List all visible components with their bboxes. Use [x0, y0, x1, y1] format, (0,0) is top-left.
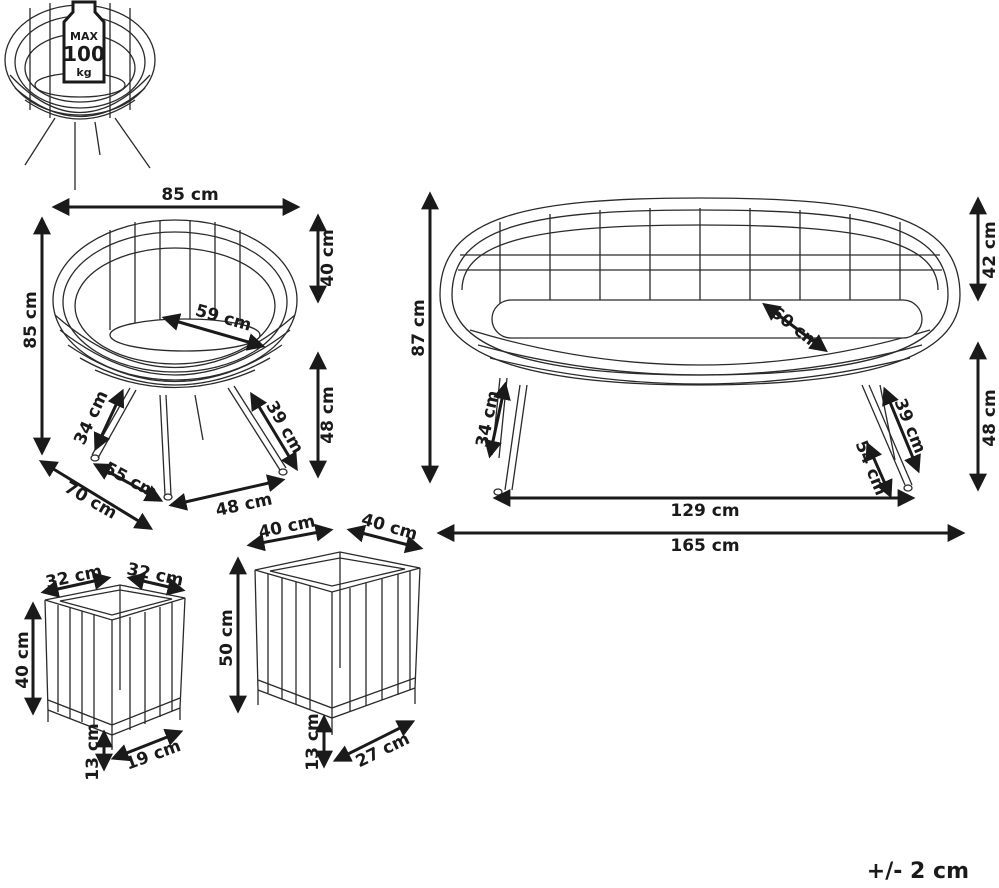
weight-max-label: MAX [70, 30, 98, 43]
small-stool-height-label: 40 cm [13, 631, 33, 688]
small-stool-drawing [44, 584, 186, 750]
sofa-leg-base-label: 129 cm [670, 501, 739, 521]
small-stool-top-width-label: 32 cm [44, 561, 104, 592]
large-stool-drawing [254, 551, 421, 735]
tolerance-note: +/- 2 cm [866, 859, 969, 884]
sofa-seat-height-label: 48 cm [980, 389, 999, 446]
chair-dimension-arrows [33, 198, 327, 530]
chair-height-label: 85 cm [21, 291, 41, 348]
chair-leg-left-label: 34 cm [70, 388, 112, 448]
chair-width-label: 85 cm [161, 185, 218, 205]
small-stool-leg-label: 13 cm [83, 723, 103, 780]
sofa-dimension-arrows [421, 191, 987, 542]
small-stool-dimension-arrows [24, 572, 186, 772]
large-stool-leg-label: 13 cm [303, 713, 323, 770]
chair-drawing [52, 219, 298, 501]
large-stool-height-label: 50 cm [217, 609, 237, 666]
large-stool-dimension-arrows [229, 523, 424, 769]
weight-unit: kg [76, 66, 91, 79]
small-stool-top-depth-label: 32 cm [125, 559, 185, 590]
chair-depth-label: 70 cm [61, 478, 121, 524]
chair-seat-height-label: 48 cm [318, 386, 338, 443]
sofa-back-height-label: 42 cm [980, 221, 999, 278]
sofa-width-label: 165 cm [670, 536, 739, 556]
sofa-height-label: 87 cm [409, 299, 429, 356]
weight-value: 100 [63, 42, 105, 66]
chair-back-height-label: 40 cm [318, 229, 338, 286]
chair-leg-spread-depth-label: 55 cm [100, 458, 160, 503]
weight-badge: MAX 100 kg [62, 0, 106, 84]
sofa-leg-spread-label: 54 cm [851, 438, 891, 499]
chair-thumbnail [4, 3, 156, 190]
sofa-drawing [439, 197, 961, 496]
